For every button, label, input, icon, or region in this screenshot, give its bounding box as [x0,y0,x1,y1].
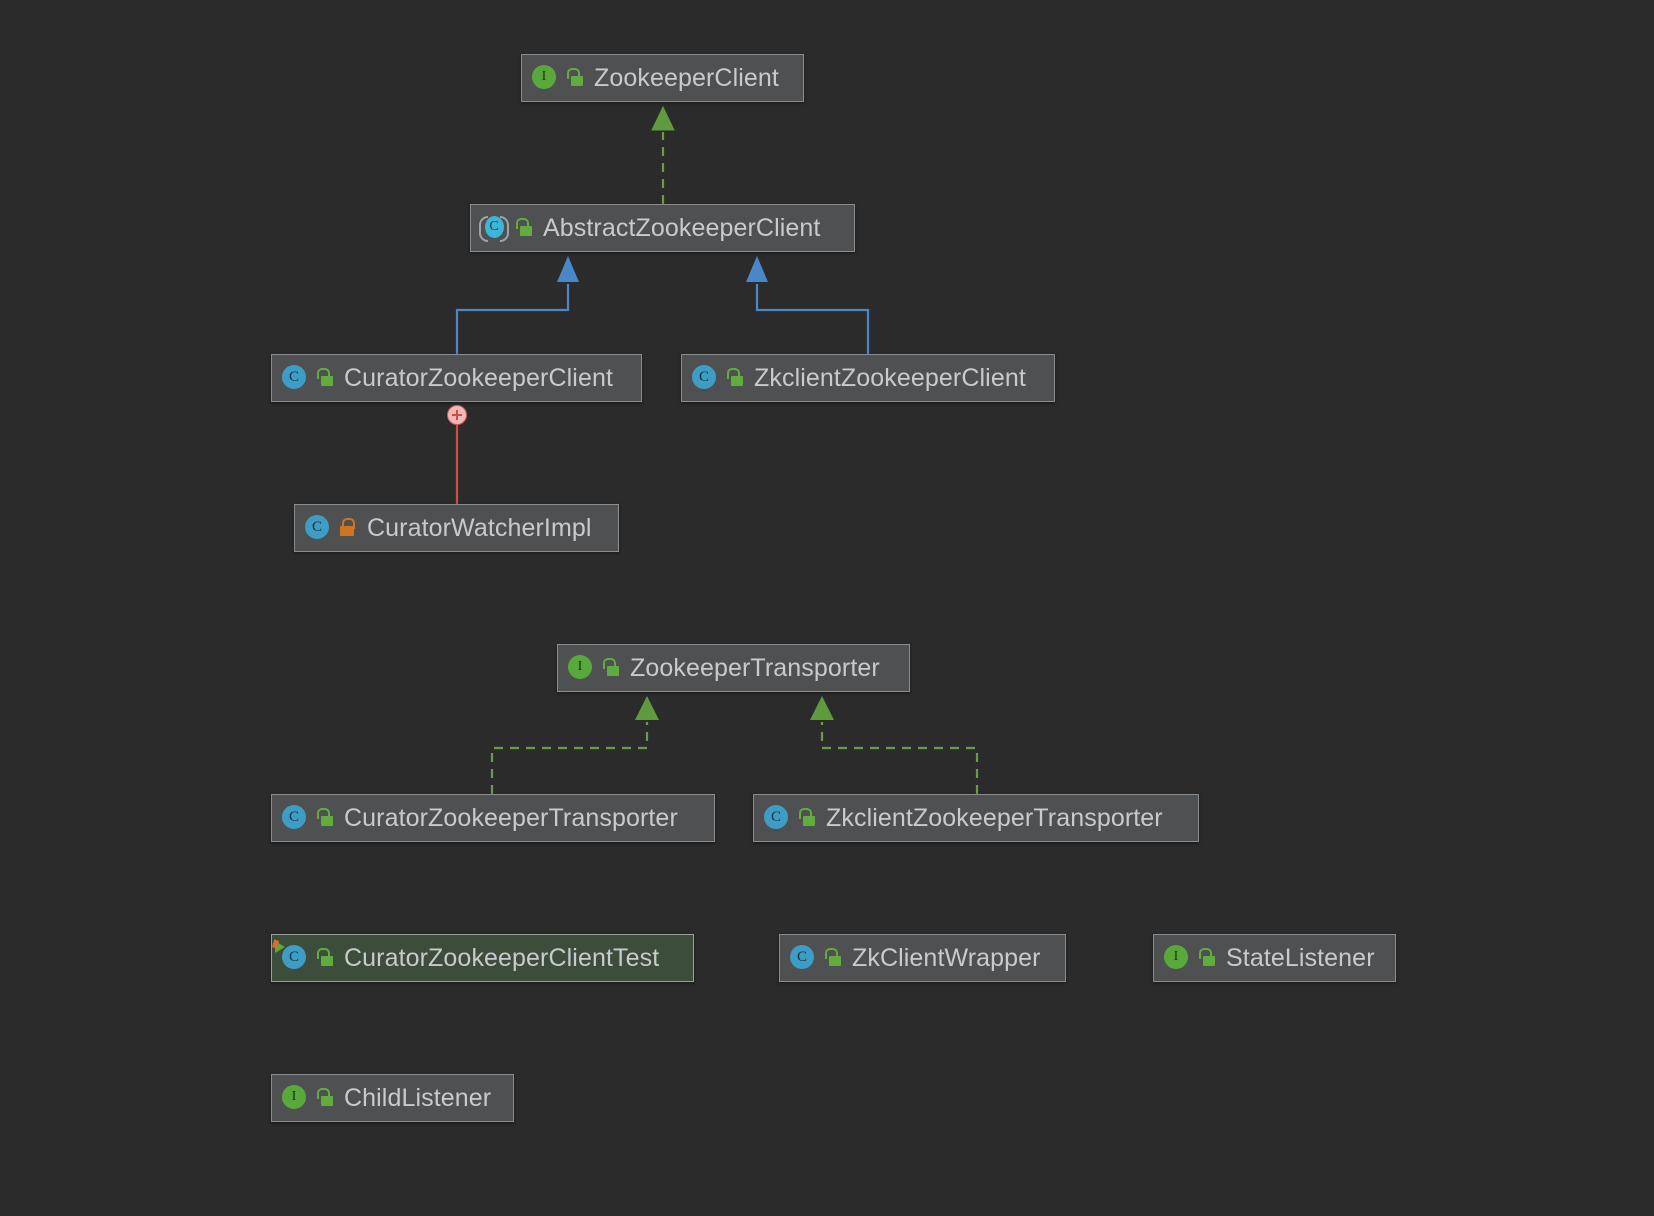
lock-open-green-icon [316,808,334,828]
node-label: ChildListener [344,1083,492,1112]
class-icon: C [692,365,718,391]
node-label: CuratorWatcherImpl [367,513,592,542]
node-curator-zookeeper-transporter[interactable]: C CuratorZookeeperTransporter [271,794,715,842]
interface-icon: I [1164,945,1190,971]
edge-implements-zookeeperclient [651,105,675,204]
edge-extends-zkclient-client [746,256,870,354]
edge-extends-curator-client [455,256,579,354]
node-curator-zookeeper-client[interactable]: C CuratorZookeeperClient [271,354,642,402]
lock-open-green-icon [1198,948,1216,968]
edge-implements-zkclient-transporter [810,696,979,794]
test-class-icon: C [271,939,308,971]
node-label: ZookeeperTransporter [630,653,880,682]
node-label: CuratorZookeeperTransporter [344,803,678,832]
node-curator-zookeeper-client-test[interactable]: C CuratorZookeeperClientTest [271,934,694,982]
class-icon: C [282,805,308,831]
interface-icon: I [568,655,594,681]
interface-icon: I [282,1085,308,1111]
class-icon: C [282,365,308,391]
edge-implements-curator-transporter [490,696,659,794]
node-child-listener[interactable]: I ChildListener [271,1074,514,1122]
lock-open-green-icon [602,658,620,678]
node-zkclient-zookeeper-client[interactable]: C ZkclientZookeeperClient [681,354,1055,402]
node-label: ZkclientZookeeperTransporter [826,803,1163,832]
node-label: AbstractZookeeperClient [543,213,821,242]
abstract-class-icon: C [479,215,509,242]
node-abstract-zookeeper-client[interactable]: C AbstractZookeeperClient [470,204,855,252]
node-label: ZkclientZookeeperClient [754,363,1026,392]
class-icon: C [790,945,816,971]
class-icon: C [764,805,790,831]
node-curator-watcher-impl[interactable]: C CuratorWatcherImpl [294,504,619,552]
interface-icon: I [532,65,558,91]
node-label: ZookeeperClient [594,63,779,92]
node-label: CuratorZookeeperClient [344,363,613,392]
node-zkclient-zookeeper-transporter[interactable]: C ZkclientZookeeperTransporter [753,794,1199,842]
node-zookeeper-client[interactable]: I ZookeeperClient [521,54,804,102]
lock-open-green-icon [824,948,842,968]
node-label: CuratorZookeeperClientTest [344,943,660,972]
node-state-listener[interactable]: I StateListener [1153,934,1396,982]
node-label: ZkClientWrapper [852,943,1041,972]
plus-circle-icon[interactable] [447,405,467,425]
lock-open-green-icon [316,948,334,968]
lock-open-green-icon [726,368,744,388]
node-label: StateListener [1226,943,1375,972]
class-icon: C [305,515,331,541]
node-zkclient-wrapper[interactable]: C ZkClientWrapper [779,934,1066,982]
node-zookeeper-transporter[interactable]: I ZookeeperTransporter [557,644,910,692]
lock-open-green-icon [566,68,584,88]
lock-open-green-icon [515,218,533,238]
lock-closed-orange-icon [339,518,357,538]
lock-open-green-icon [316,1088,334,1108]
lock-open-green-icon [316,368,334,388]
lock-open-green-icon [798,808,816,828]
